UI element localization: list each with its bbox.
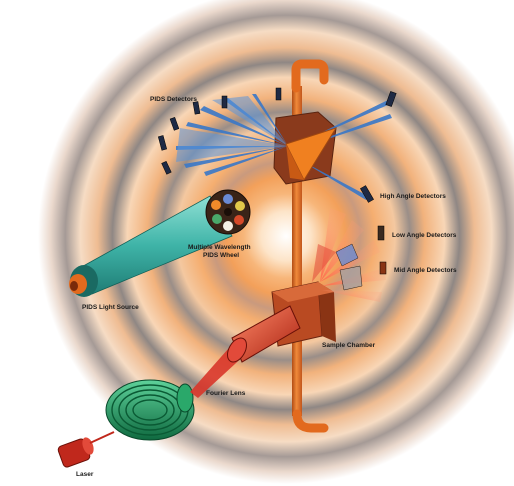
label-pids-detectors: PIDS Detectors	[150, 96, 197, 103]
spatial-filter-coil	[106, 380, 194, 440]
label-high-angle-detectors: High Angle Detectors	[380, 193, 446, 200]
label-pids-light-source: PIDS Light Source	[82, 304, 139, 311]
label-low-angle-detectors: Low Angle Detectors	[392, 232, 457, 239]
label-fourier-lens: Fourier Lens	[206, 390, 246, 397]
label-sample-chamber: Sample Chamber	[322, 342, 376, 349]
label-laser: Laser	[76, 471, 94, 478]
pids-wheel	[206, 190, 250, 234]
label-mid-angle-detectors: Mid Angle Detectors	[394, 267, 457, 274]
label-multiple-wavelength-line2: PIDS Wheel	[203, 252, 239, 259]
label-multiple-wavelength-line1: Multiple Wavelength	[188, 244, 251, 251]
laser	[57, 432, 114, 468]
